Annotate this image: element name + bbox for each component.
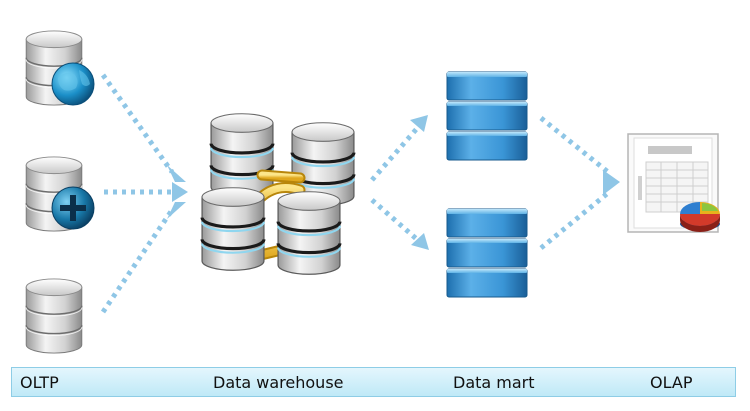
- arrow-dw-to-mart1: [370, 123, 422, 182]
- olap-label: OLAP: [650, 373, 693, 392]
- arrow-oltp1-to-dw: [100, 73, 175, 174]
- arrowhead-mart2: [411, 233, 429, 250]
- arrow-mart1-to-olap: [539, 116, 610, 174]
- arrowhead-olap: [603, 170, 620, 195]
- arrow-heads: [167, 115, 620, 250]
- data-warehouse-label: Data warehouse: [213, 373, 344, 392]
- arrow-oltp3-to-dw: [100, 208, 175, 314]
- report-pie-chart-icon: [627, 133, 720, 233]
- database-icon: [25, 278, 83, 354]
- database-cluster-icon: [200, 112, 356, 276]
- stage-label-bar: OLTP Data warehouse Data mart OLAP: [11, 367, 736, 397]
- data-mart-1-icon: [446, 71, 528, 161]
- database-plus-icon: [25, 156, 95, 232]
- database-globe-icon: [25, 30, 95, 106]
- data-mart-2-icon: [446, 208, 528, 298]
- arrowhead-dw-3: [167, 202, 186, 219]
- oltp-label: OLTP: [20, 373, 59, 392]
- arrow-mart2-to-olap: [539, 191, 610, 250]
- arrow-dw-to-mart2: [370, 198, 422, 244]
- arrowhead-dw-2: [172, 182, 188, 202]
- flow-arrows: [100, 73, 610, 314]
- data-mart-label: Data mart: [453, 373, 535, 392]
- arrowhead-mart1: [410, 115, 428, 132]
- arrowhead-dw-1: [167, 165, 186, 182]
